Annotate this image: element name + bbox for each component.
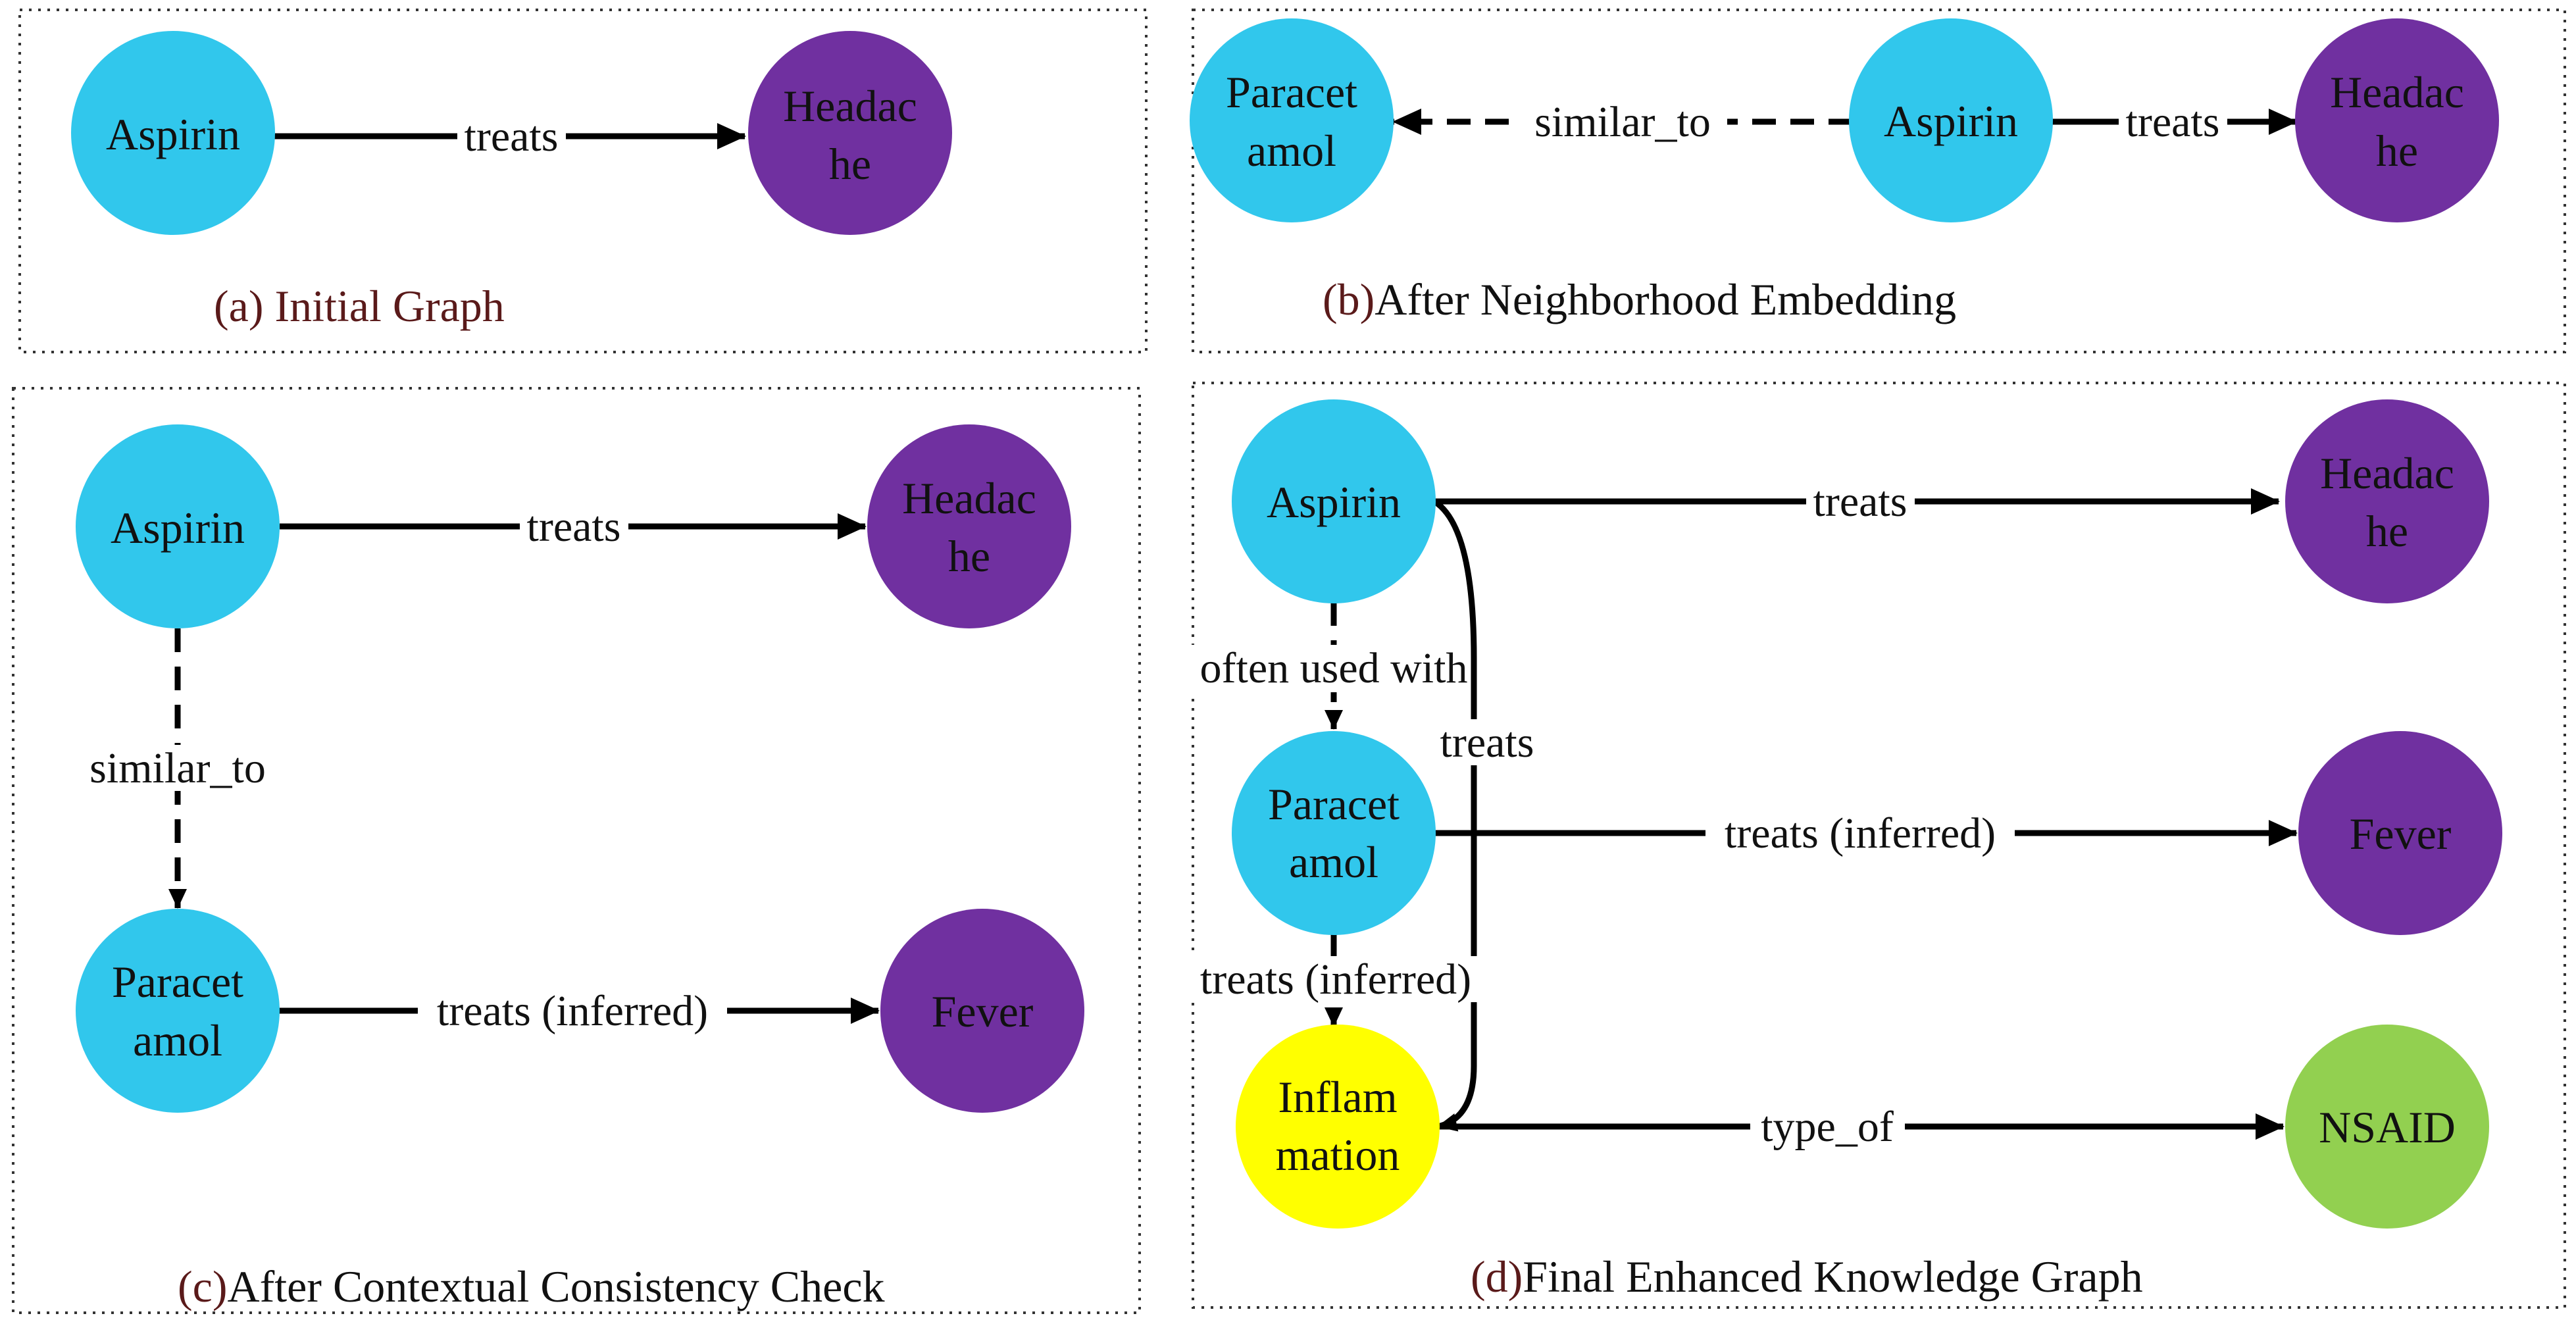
node-d-headache-label-line1: Headac [2320,448,2454,498]
edge-b-treats-label-bg [2119,99,2227,145]
node-d-headache [2285,399,2489,603]
node-c-aspirin-label: Aspirin [111,503,245,553]
node-d-nsaid-label: NSAID [2319,1102,2456,1152]
edge-d-treats-inferred-fever-label: treats (inferred) [1725,809,1996,857]
node-a-aspirin [71,31,275,235]
node-d-aspirin-label: Aspirin [1267,477,1401,527]
node-b-headache [2295,18,2499,222]
node-b-paracetamol-label-line2: amol [1247,126,1336,176]
edge-b-treats-label: treats [2126,98,2220,146]
node-c-headache-label-line1: Headac [902,473,1036,523]
caption-b-prefix: (b) [1323,274,1375,324]
node-b-headache-label-line2: he [2376,126,2418,176]
edge-d-often-used-with-label-bg [1181,645,1487,692]
caption-c: (c)After Contextual Consistency Check [178,1261,885,1311]
edge-b-similar-to-label-bg [1520,97,1727,145]
panel-a-border [18,9,1148,353]
edge-a-treats-label: treats [465,113,559,161]
node-b-paracetamol-label-line1: Paracet [1226,67,1357,117]
edge-c-treats-inferred-label: treats (inferred) [437,987,708,1035]
panel-d-border [1192,382,2566,1309]
node-d-inflammation [1236,1025,1440,1229]
node-c-paracetamol-label-line2: amol [133,1015,222,1065]
node-a-headache [748,31,952,235]
node-c-headache-label-line2: he [948,531,990,581]
node-c-paracetamol [76,909,280,1113]
node-a-headache-label-line2: he [829,139,871,189]
edge-c-treats-label: treats [527,503,621,551]
edge-d-treats-top-label-bg [1806,478,1915,524]
caption-a: (a) Initial Graph [214,281,505,331]
node-d-nsaid [2285,1025,2489,1229]
caption-d-text: Final Enhanced Knowledge Graph [1523,1252,2142,1302]
edge-c-treats-inferred-label-bg [418,987,727,1034]
node-c-paracetamol-label-line1: Paracet [112,957,243,1007]
edge-d-treats-inferred-inflammation-label: treats (inferred) [1200,955,1471,1003]
edge-d-treats-curve-label-bg [1434,719,1540,765]
panel-c: treats similar_to treats (inferred) Aspi… [12,387,1141,1314]
caption-c-text: After Contextual Consistency Check [227,1261,884,1311]
node-c-fever [880,909,1084,1113]
edge-d-type-of-label: type_of [1761,1103,1894,1151]
edge-a-treats-label-bg [457,113,566,159]
node-c-fever-label: Fever [932,986,1034,1036]
node-d-fever-label: Fever [2350,809,2452,859]
edge-c-similar-to-label: similar_to [89,744,266,792]
panel-a: treats Aspirin Headac he (a) Initial Gra… [18,9,1148,353]
node-d-fever [2298,731,2502,935]
node-a-headache-label-line1: Headac [783,81,917,131]
node-d-inflammation-label-line2: mation [1276,1130,1400,1180]
node-b-aspirin-label: Aspirin [1884,96,2018,146]
caption-d-prefix: (d) [1471,1252,1523,1302]
edge-d-treats-inferred-inflammation-label-bg [1184,956,1487,1002]
edge-c-treats-label-bg [520,503,628,549]
edge-d-treats-curve [1432,499,1477,1132]
node-b-paracetamol [1190,18,1394,222]
edge-d-treats-curve-label: treats [1440,719,1534,767]
node-b-headache-label-line1: Headac [2330,67,2464,117]
node-c-headache [867,424,1071,628]
edge-c-similar-to-label-bg [76,745,280,791]
node-c-aspirin [76,424,280,628]
edge-d-type-of-label-bg [1750,1103,1905,1150]
node-d-paracetamol [1232,731,1436,935]
panel-b: similar_to treats Paracet amol Aspirin H… [1190,9,2566,353]
node-d-paracetamol-label-line1: Paracet [1268,779,1400,829]
node-d-paracetamol-label-line2: amol [1289,837,1378,887]
node-a-aspirin-label: Aspirin [106,109,240,159]
caption-c-prefix: (c) [178,1261,227,1311]
caption-b-text: After Neighborhood Embedding [1375,274,1956,324]
caption-b: (b)After Neighborhood Embedding [1323,274,1956,324]
edge-d-often-used-with-label: often used with [1200,644,1468,692]
panel-d: treats often used with treats treats (in… [1181,382,2566,1309]
node-d-inflammation-label-line1: Inflam [1278,1072,1397,1122]
caption-d: (d)Final Enhanced Knowledge Graph [1471,1252,2143,1302]
edge-b-similar-to-label: similar_to [1534,98,1711,146]
edge-d-treats-top-label: treats [1813,478,1907,526]
edge-d-treats-inferred-fever-label-bg [1705,809,2015,857]
panel-c-border [12,387,1141,1314]
node-b-aspirin [1849,18,2053,222]
node-d-aspirin [1232,399,1436,603]
node-d-headache-label-line2: he [2366,506,2408,556]
